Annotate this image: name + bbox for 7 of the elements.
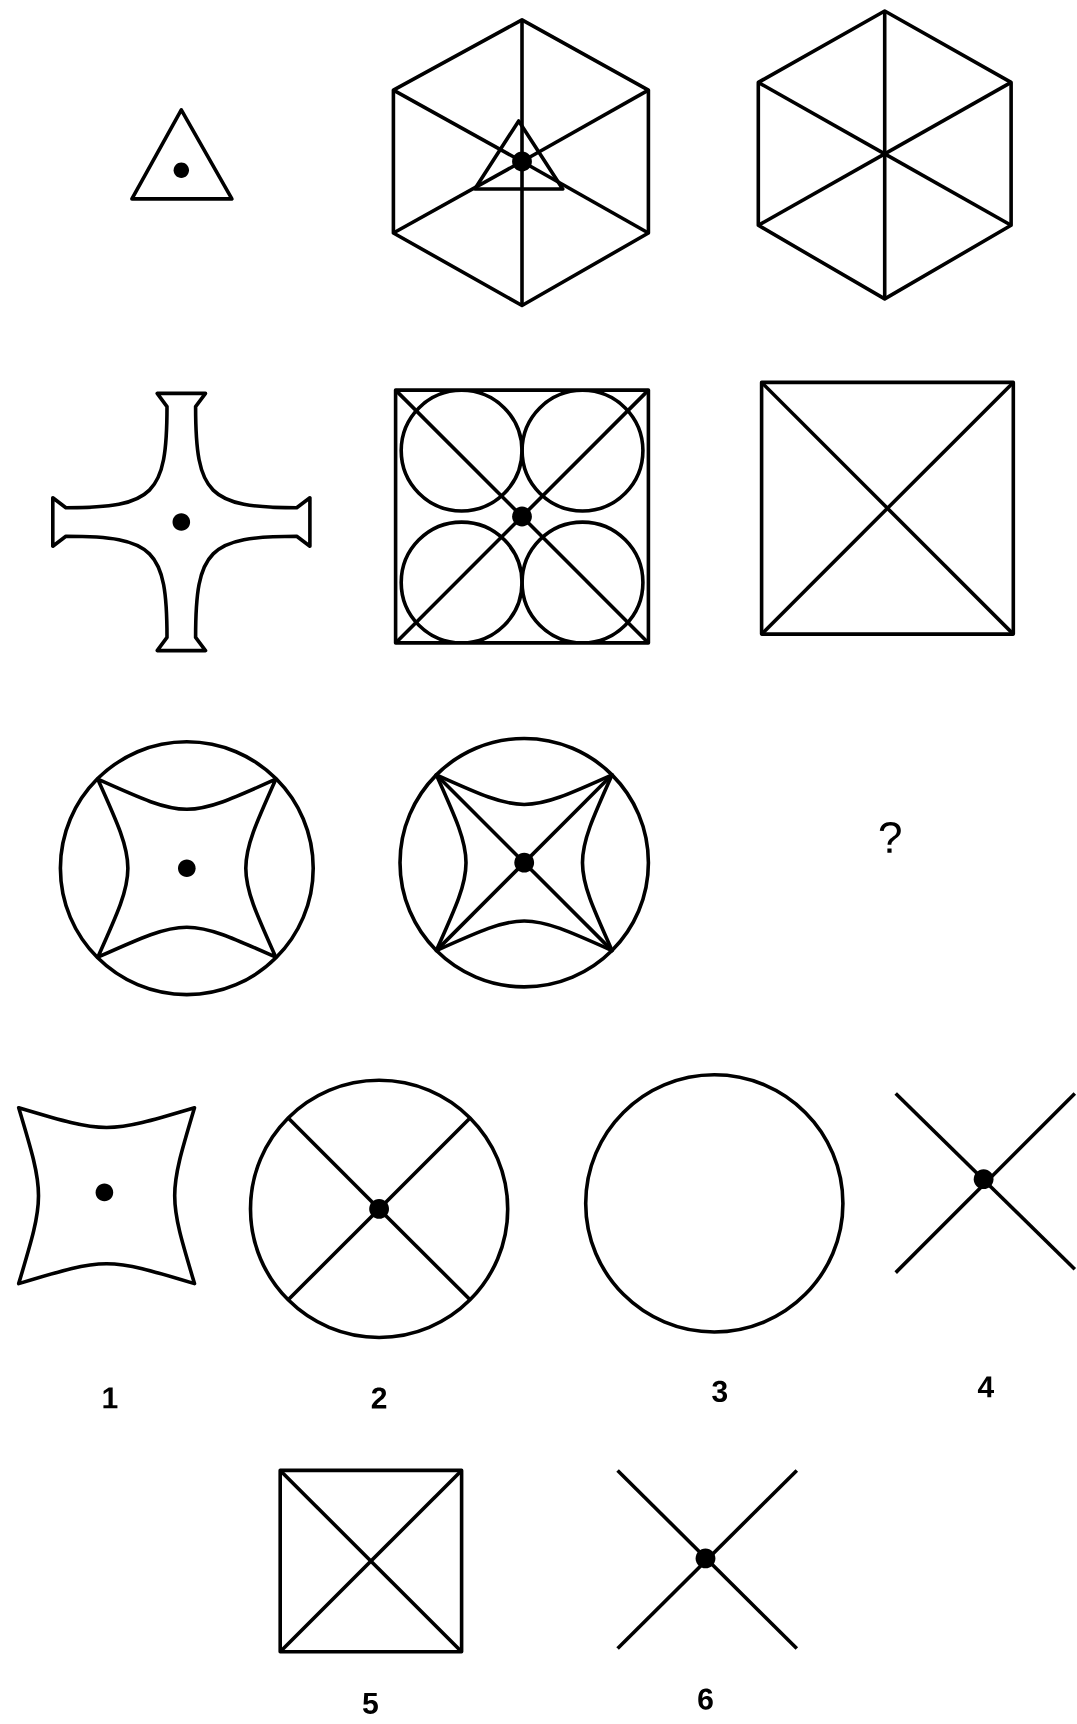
option-number: 2: [371, 1387, 387, 1409]
question-mark: ?: [879, 822, 901, 853]
option-number: 3: [712, 1380, 728, 1402]
option-number: 5: [363, 1692, 378, 1714]
option-number: 6: [698, 1688, 713, 1710]
option-number: 1: [103, 1387, 118, 1409]
option-number: 4: [977, 1376, 994, 1398]
